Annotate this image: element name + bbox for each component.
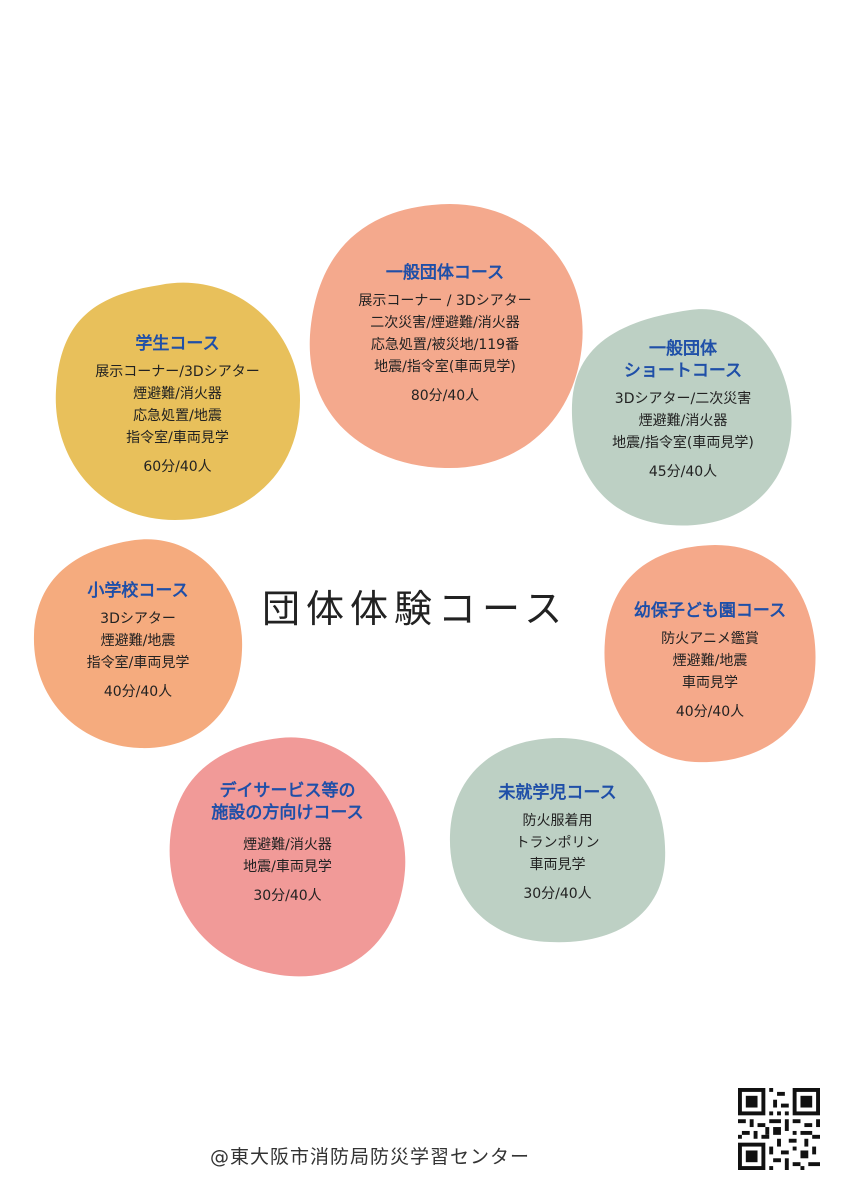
course-item: 防火服着用 [522, 813, 593, 829]
course-item: 防火アニメ鑑賞 [661, 631, 759, 647]
course-elementary: 小学校コース 3Dシアター 煙避難/地震 指令室/車両見学 40分/40人 [34, 580, 242, 702]
course-duration: 40分/40人 [103, 684, 173, 700]
course-item: 車両見学 [682, 675, 738, 691]
course-item: 地震/指令室(車両見学) [374, 359, 516, 375]
course-title: 一般団体 ショートコース [623, 339, 743, 381]
general-course-blob [309, 203, 583, 469]
course-duration: 60分/40人 [143, 459, 212, 475]
student-course-blob [55, 282, 300, 520]
course-item: 3Dシアター [100, 611, 176, 627]
course-dayservice: デイサービス等の 施設の方向けコース 煙避難/消火器 地震/車両見学 30分/4… [170, 780, 405, 906]
course-item: 車両見学 [529, 857, 586, 873]
course-item: 二次災害/煙避難/消火器 [370, 315, 520, 331]
course-item: 煙避難/消火器 [638, 413, 728, 429]
course-item: 煙避難/消火器 [243, 837, 332, 853]
kindergarten-course-blob [604, 545, 816, 763]
course-title: 一般団体コース [385, 263, 505, 283]
course-item: 煙避難/消火器 [133, 386, 222, 402]
course-item: 地震/指令室(車両見学) [612, 435, 754, 451]
course-item: 煙避難/地震 [672, 653, 748, 669]
course-item: 指令室/車両見学 [86, 655, 190, 671]
course-title: 小学校コース [87, 581, 189, 601]
course-title: 幼保子ども園コース [633, 601, 787, 621]
footer-credit: @東大阪市消防局防災学習センター [210, 1146, 531, 1168]
course-preschool: 未就学児コース 防火服着用 トランポリン 車両見学 30分/40人 [450, 782, 665, 904]
preschool-course-blob [449, 738, 666, 943]
course-title: デイサービス等の 施設の方向けコース [211, 781, 364, 823]
course-item: 地震/車両見学 [243, 859, 332, 875]
course-duration: 30分/40人 [253, 888, 322, 904]
course-student: 学生コース 展示コーナー/3Dシアター 煙避難/消火器 応急処置/地震 指令室/… [55, 333, 300, 477]
course-item: 煙避難/地震 [100, 633, 176, 649]
course-duration: 45分/40人 [648, 464, 718, 480]
course-item: 応急処置/被災地/119番 [370, 337, 520, 353]
course-item: トランポリン [515, 835, 600, 851]
course-duration: 40分/40人 [675, 704, 745, 720]
course-general: 一般団体コース 展示コーナー / 3Dシアター 二次災害/煙避難/消火器 応急処… [310, 262, 580, 406]
qr-code-icon[interactable] [738, 1088, 820, 1170]
course-item: 指令室/車両見学 [126, 430, 229, 446]
page-title: 団体体験コース [262, 587, 569, 631]
course-title: 未就学児コース [498, 783, 617, 803]
course-general-short: 一般団体 ショートコース 3Dシアター/二次災害 煙避難/消火器 地震/指令室(… [572, 338, 794, 482]
course-kindergarten: 幼保子ども園コース 防火アニメ鑑賞 煙避難/地震 車両見学 40分/40人 [605, 600, 815, 722]
course-title: 学生コース [135, 334, 220, 354]
course-item: 展示コーナー / 3Dシアター [358, 293, 532, 309]
course-duration: 80分/40人 [410, 388, 480, 404]
course-item: 応急処置/地震 [133, 408, 222, 424]
course-item: 展示コーナー/3Dシアター [95, 364, 260, 380]
elementary-course-blob [33, 539, 243, 749]
course-duration: 30分/40人 [523, 886, 592, 902]
course-item: 3Dシアター/二次災害 [614, 391, 752, 407]
dayservice-course-blob [169, 737, 406, 977]
general-short-course-blob [571, 309, 792, 526]
